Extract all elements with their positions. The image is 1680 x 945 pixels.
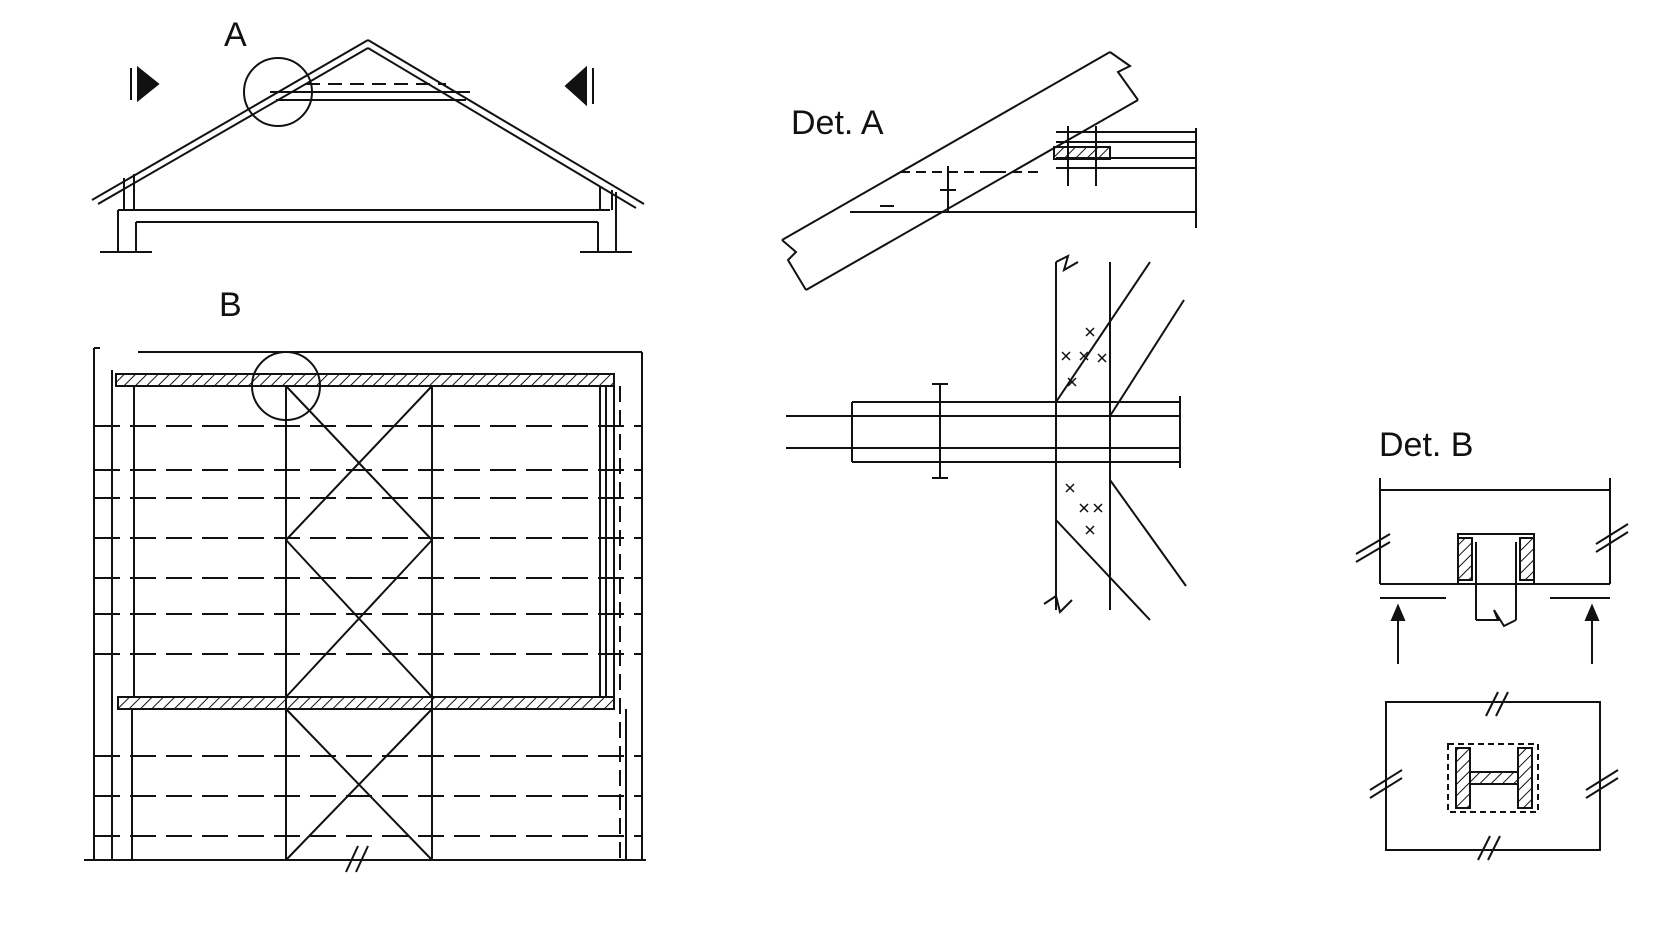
plan-b [84, 348, 646, 872]
section-marker-b-label: B [219, 286, 242, 324]
section-marker-a-label: A [224, 16, 247, 54]
roof-section-elevation [92, 40, 644, 252]
detail-a-connection-plan [786, 256, 1186, 620]
detail-a-callout-circle [244, 58, 312, 126]
top-bracing-beam [116, 374, 614, 386]
detail-b-title: Det. B [1379, 426, 1474, 464]
section-arrow-left-icon [138, 68, 158, 100]
detail-a-title: Det. A [791, 104, 884, 142]
mid-bracing-beam [118, 697, 614, 709]
section-arrow-right-icon [566, 68, 586, 104]
detail-b-callout-circle [252, 352, 320, 420]
detail-b-drawing [1356, 478, 1628, 860]
detail-a-drawing [782, 52, 1196, 290]
